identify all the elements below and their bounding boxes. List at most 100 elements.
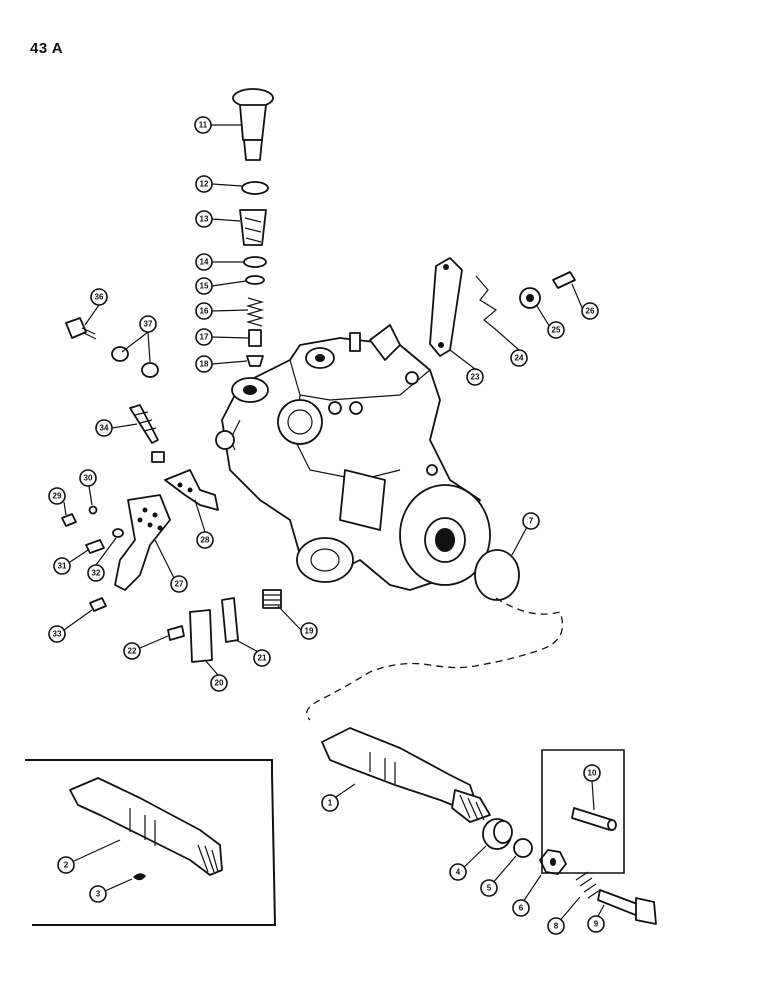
screw-29 <box>61 513 77 527</box>
callout-3: 3 <box>89 885 107 903</box>
callout-25: 25 <box>547 321 565 339</box>
screw-34 <box>129 404 159 444</box>
callout-31: 31 <box>53 557 71 575</box>
callout-8: 8 <box>547 917 565 935</box>
callout-29: 29 <box>48 487 66 505</box>
washer-12 <box>241 181 269 195</box>
callout-label: 4 <box>456 868 461 877</box>
callout-7: 7 <box>522 512 540 530</box>
link-23 <box>429 257 463 357</box>
callout-32: 32 <box>87 564 105 582</box>
callout-label: 10 <box>588 769 597 778</box>
callout-label: 28 <box>201 536 210 545</box>
lever-27 <box>114 494 171 591</box>
bolt-36 <box>65 317 97 340</box>
callout-label: 5 <box>487 884 492 893</box>
callout-19: 19 <box>300 622 318 640</box>
callout-label: 13 <box>200 215 209 224</box>
callout-label: 11 <box>199 121 208 130</box>
callout-label: 33 <box>53 630 62 639</box>
callout-label: 25 <box>552 326 561 335</box>
callout-12: 12 <box>195 175 213 193</box>
callout-label: 14 <box>200 258 209 267</box>
callout-label: 2 <box>64 861 69 870</box>
callout-22: 22 <box>123 642 141 660</box>
callout-26: 26 <box>581 302 599 320</box>
callout-18: 18 <box>195 355 213 373</box>
callout-2: 2 <box>57 856 75 874</box>
delivery-valve-body <box>239 209 267 246</box>
callout-label: 20 <box>215 679 224 688</box>
nut <box>151 451 165 463</box>
callout-label: 12 <box>200 180 209 189</box>
callout-30: 30 <box>79 469 97 487</box>
screw-31 <box>85 539 105 554</box>
callout-11: 11 <box>194 116 212 134</box>
callout-37: 37 <box>139 315 157 333</box>
leader-lines <box>63 124 605 925</box>
drive-shaft-1 <box>321 727 491 823</box>
callout-16: 16 <box>195 302 213 320</box>
bushing-25 <box>519 287 541 309</box>
o-ring-7 <box>474 549 520 601</box>
callout-14: 14 <box>195 253 213 271</box>
callout-6: 6 <box>512 899 530 917</box>
callout-33: 33 <box>48 625 66 643</box>
bracket-28 <box>164 469 219 511</box>
callout-27: 27 <box>170 575 188 593</box>
callout-label: 3 <box>96 890 101 899</box>
callout-label: 19 <box>305 627 314 636</box>
callout-label: 7 <box>529 517 534 526</box>
dashed-assembly-line <box>306 597 564 721</box>
callout-label: 8 <box>554 922 559 931</box>
callout-label: 15 <box>200 282 209 291</box>
callout-10: 10 <box>583 764 601 782</box>
callout-label: 1 <box>328 799 333 808</box>
callout-15: 15 <box>195 277 213 295</box>
callout-24: 24 <box>510 349 528 367</box>
callout-1: 1 <box>321 794 339 812</box>
seal-14 <box>243 256 267 268</box>
callout-label: 32 <box>92 569 101 578</box>
callout-23: 23 <box>466 368 484 386</box>
pin-inset-box <box>541 749 625 874</box>
callout-label: 21 <box>258 654 267 663</box>
callout-20: 20 <box>210 674 228 692</box>
callout-label: 37 <box>144 320 153 329</box>
plug-19 <box>262 589 282 609</box>
callout-label: 36 <box>95 293 104 302</box>
callout-9: 9 <box>587 915 605 933</box>
callout-label: 6 <box>519 904 524 913</box>
washer-5 <box>513 838 533 858</box>
o-ring-15 <box>245 275 265 285</box>
callout-label: 9 <box>594 920 599 929</box>
drive-shaft-2 <box>69 777 223 876</box>
callout-13: 13 <box>195 210 213 228</box>
screw-26 <box>552 271 576 289</box>
callout-4: 4 <box>449 863 467 881</box>
plate-20 <box>189 609 213 663</box>
valve-18 <box>246 355 264 367</box>
shaft-inset-box <box>25 759 277 926</box>
page-number: 43 A <box>30 40 64 57</box>
washer-32 <box>112 528 124 538</box>
bearing-4 <box>482 818 513 850</box>
bolt-9 <box>597 889 657 925</box>
gasket-21 <box>221 597 239 643</box>
callout-label: 29 <box>53 492 62 501</box>
callout-label: 16 <box>200 307 209 316</box>
callout-28: 28 <box>196 531 214 549</box>
callout-label: 31 <box>58 562 67 571</box>
callout-label: 17 <box>200 333 209 342</box>
plunger-17 <box>248 329 262 347</box>
callout-label: 18 <box>200 360 209 369</box>
callout-label: 26 <box>586 307 595 316</box>
spring-8 <box>575 871 601 899</box>
callout-label: 24 <box>515 354 524 363</box>
washer-30 <box>88 505 98 515</box>
key-3 <box>133 873 146 881</box>
callout-label: 23 <box>471 373 480 382</box>
callout-label: 34 <box>100 424 109 433</box>
callout-label: 27 <box>175 580 184 589</box>
callout-34: 34 <box>95 419 113 437</box>
